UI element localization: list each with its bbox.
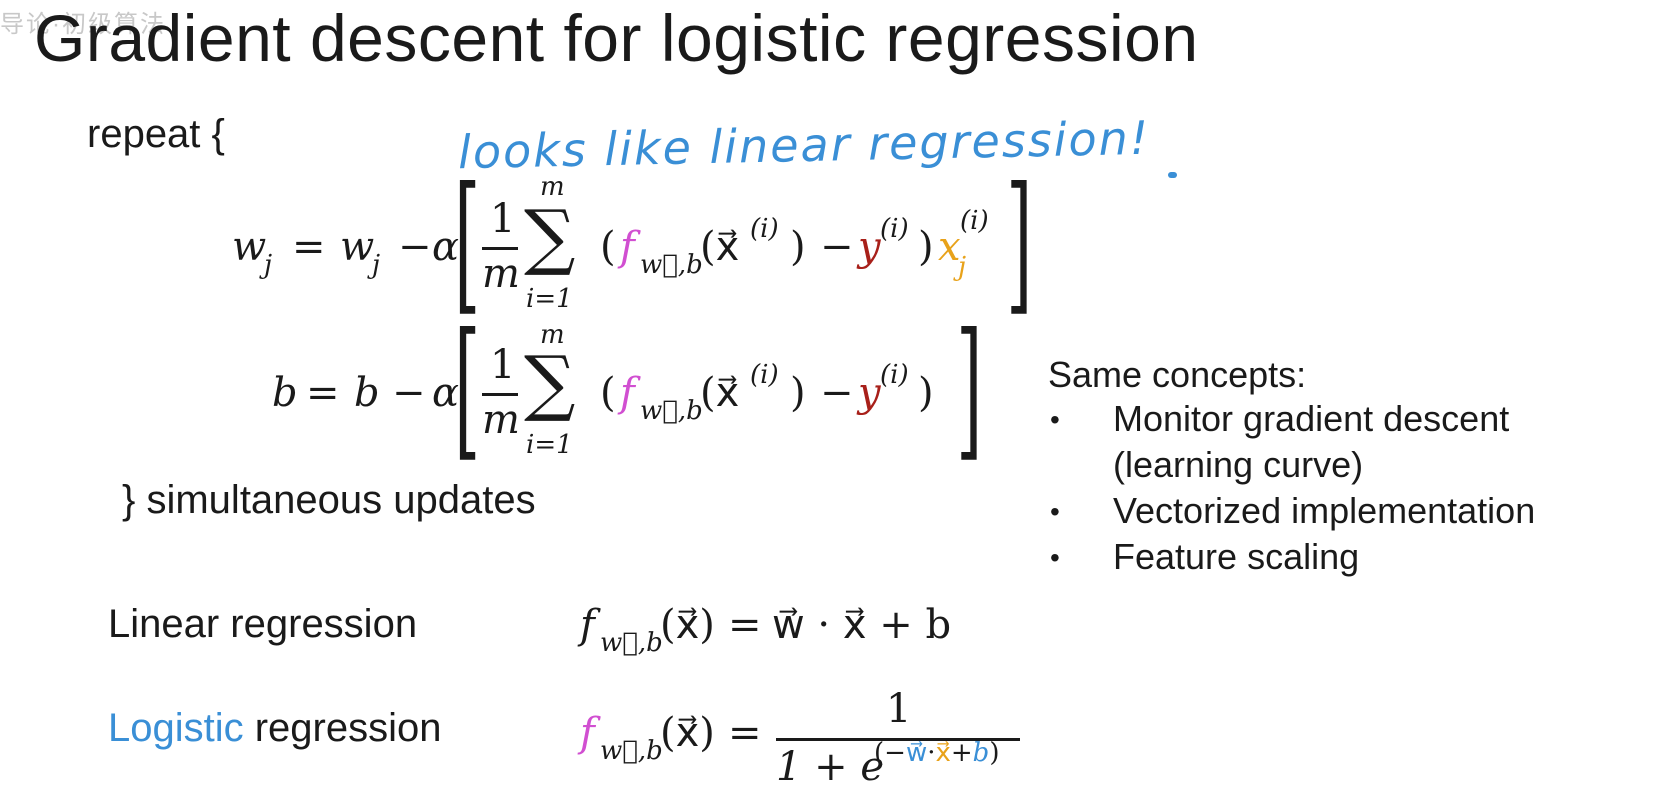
b-sum-top: m: [540, 320, 565, 350]
logistic-word: Logistic: [108, 706, 244, 750]
w-open-paren: (: [600, 224, 616, 270]
lin-f: f: [580, 602, 595, 648]
bullet-1: •: [1050, 404, 1060, 435]
w-xj-sub: j: [958, 252, 967, 282]
w-minus2: −: [820, 224, 854, 270]
b-minus: −: [392, 370, 426, 416]
exp-open: (−: [874, 738, 906, 768]
b-alpha: α: [432, 370, 460, 416]
log-denom-base: 1 + e: [776, 744, 885, 790]
b-right-bracket: ]: [956, 302, 983, 476]
concept-item-1-line2: (learning curve): [1113, 444, 1364, 485]
w-lhs-sub: j: [264, 250, 273, 280]
log-frac-bar: [776, 738, 1020, 741]
b-sup-i: (i): [750, 360, 779, 390]
w-equals: =: [292, 224, 326, 270]
handwritten-note: looks like linear regression!: [457, 110, 1151, 180]
b-f: f: [620, 370, 635, 416]
b-rhs-var: b: [354, 370, 380, 416]
log-exponent: (−w⃗·x⃗+b): [874, 738, 999, 768]
log-equals: =: [728, 710, 762, 756]
lin-equals: =: [728, 602, 762, 648]
exp-close: ): [989, 738, 1000, 768]
bullet-3: •: [1050, 542, 1060, 573]
w-f-sub: w⃗,b: [640, 250, 703, 280]
lin-rhs: w⃗ · x⃗ + b: [772, 602, 952, 648]
logistic-regression-label: Logistic regression: [108, 706, 442, 751]
same-concepts-heading: Same concepts:: [1048, 354, 1307, 395]
w-sum-bottom: i=1: [526, 284, 573, 314]
regression-word: regression: [243, 706, 442, 750]
b-left-bracket: [: [454, 302, 481, 476]
w-left-bracket: [: [454, 156, 481, 330]
w-rhs-sub: j: [372, 250, 381, 280]
w-right-bracket: ]: [1006, 156, 1033, 330]
note-dot: [1168, 172, 1177, 178]
b-one: 1: [490, 342, 516, 388]
w-one: 1: [490, 196, 516, 242]
w-frac-bar: [482, 247, 518, 250]
simultaneous-updates-label: } simultaneous updates: [122, 478, 536, 522]
w-lhs: w: [232, 224, 267, 270]
w-m: m: [482, 251, 520, 297]
b-y-sup: (i): [880, 360, 909, 390]
b-sum-bottom: i=1: [526, 430, 573, 460]
w-y: y: [858, 224, 881, 270]
concept-item-1-line1: Monitor gradient descent: [1113, 398, 1510, 439]
exp-b: b: [972, 738, 990, 768]
b-close-paren: ): [918, 370, 934, 416]
w-sum-top: m: [540, 172, 565, 202]
b-sigma: ∑: [524, 340, 576, 424]
b-minus2: −: [820, 370, 854, 416]
w-close-arg: ): [790, 224, 806, 270]
concept-item-3-line1: Feature scaling: [1113, 536, 1360, 577]
w-sup-i: (i): [750, 214, 779, 244]
w-f: f: [620, 224, 635, 270]
b-y: y: [858, 370, 881, 416]
b-open-paren: (: [600, 370, 616, 416]
w-minus: −: [398, 224, 432, 270]
exp-x: x⃗: [935, 738, 951, 768]
slide-title: Gradient descent for logistic regression: [34, 1, 1199, 75]
b-close-arg: ): [790, 370, 806, 416]
log-f-sub: w⃗,b: [600, 736, 663, 766]
log-arg: (x⃗): [660, 710, 715, 756]
w-xj-sup: (i): [960, 206, 989, 236]
w-rhs-var: w: [340, 224, 375, 270]
exp-dot: ·: [927, 738, 936, 768]
w-xj: x: [938, 224, 961, 270]
w-y-sup: (i): [880, 214, 909, 244]
lin-arg: (x⃗): [660, 602, 715, 648]
b-x-arg: (x⃗: [700, 370, 740, 416]
w-alpha: α: [432, 224, 460, 270]
concept-item-2-line1: Vectorized implementation: [1113, 490, 1536, 531]
linear-regression-label: Linear regression: [108, 602, 418, 646]
b-frac-bar: [482, 393, 518, 396]
log-f: f: [580, 710, 595, 756]
watermark: 导论·初级算法: [0, 11, 166, 38]
log-numerator: 1: [886, 686, 912, 732]
bullet-2: •: [1050, 496, 1060, 527]
w-close-paren: ): [918, 224, 934, 270]
b-lhs: b: [272, 370, 298, 416]
exp-plus: +: [950, 738, 973, 768]
w-sigma: ∑: [524, 194, 576, 278]
b-f-sub: w⃗,b: [640, 396, 703, 426]
lin-f-sub: w⃗,b: [600, 628, 663, 658]
b-m: m: [482, 397, 520, 443]
exp-w: w⃗: [905, 738, 928, 768]
w-x-arg: (x⃗: [700, 224, 740, 270]
repeat-label: repeat {: [87, 112, 225, 156]
b-equals: =: [306, 370, 340, 416]
